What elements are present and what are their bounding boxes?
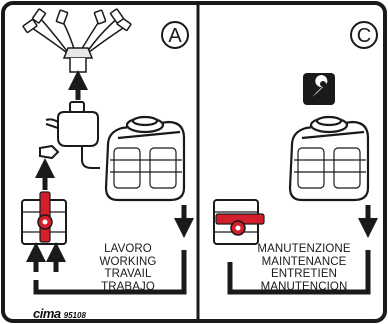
filter-icon xyxy=(39,101,100,169)
caption-c-line-1: MANUTENZIONE xyxy=(257,243,351,255)
valve-closed-icon xyxy=(213,199,265,245)
tank-icon-c xyxy=(288,115,370,202)
caption-a-line-1: LAVORO xyxy=(104,243,152,255)
badge-c-letter: C xyxy=(357,25,371,47)
part-code: 95108 xyxy=(63,311,86,320)
wrench-icon xyxy=(303,73,335,105)
flow-line-c xyxy=(227,250,371,295)
caption-panel-c: MANUTENZIONE MAINTENANCE ENTRETIEN MANUT… xyxy=(252,243,356,293)
badge-a-letter: A xyxy=(168,25,182,47)
panel-c: C xyxy=(213,21,378,295)
caption-a-line-2: WORKING xyxy=(99,255,157,268)
panel-a: A xyxy=(21,8,194,295)
brand-logo: cima xyxy=(33,306,61,321)
caption-a-line-4: TRABAJO xyxy=(101,280,155,293)
caption-c-line-4: MANUTENCION xyxy=(260,280,348,293)
caption-c-line-2: MAINTENANCE xyxy=(261,255,347,268)
caption-c-line-3: ENTRETIEN xyxy=(270,268,338,280)
badge-c: C xyxy=(350,21,378,49)
nozzle-manifold-icon xyxy=(22,8,132,73)
badge-a: A xyxy=(161,21,189,49)
tank-icon xyxy=(104,115,186,202)
caption-panel-a: LAVORO WORKING TRAVAIL TRABAJO xyxy=(80,243,176,293)
flow-line-a xyxy=(33,250,187,295)
caption-a-line-3: TRAVAIL xyxy=(104,268,152,280)
valve-open-icon xyxy=(21,191,67,245)
